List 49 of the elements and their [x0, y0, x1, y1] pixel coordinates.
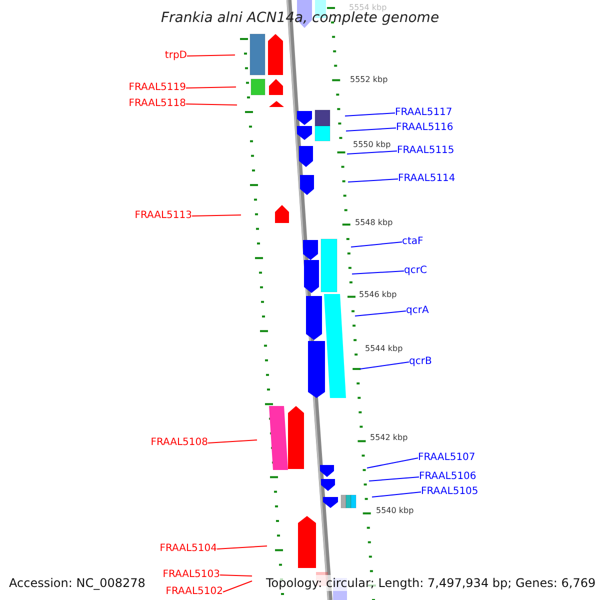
scale-label: 5546 kbp	[359, 290, 397, 300]
leader-line	[220, 574, 252, 576]
scale-label: 5550 kbp	[353, 140, 391, 150]
gene-label: trpD	[164, 50, 187, 62]
gene-label: qcrC	[404, 265, 427, 277]
leader-line	[186, 54, 236, 56]
leader-line	[346, 128, 396, 132]
gene-label: qcrB	[409, 356, 432, 368]
leader-line	[216, 546, 268, 550]
leader-line	[354, 310, 406, 316]
leader-line	[372, 492, 422, 498]
leader-line	[360, 362, 410, 370]
leader-line	[186, 86, 236, 88]
scale-label: 5542 kbp	[370, 433, 408, 443]
title: Frankia alni ACN14a, complete genome	[160, 10, 440, 27]
scale-label: 5548 kbp	[355, 218, 393, 228]
gene-label: FRAAL5119	[128, 82, 186, 94]
gene-label: FRAAL5103	[162, 569, 220, 581]
gene-label: FRAAL5116	[396, 122, 454, 134]
gene-label: FRAAL5115	[397, 145, 454, 157]
gene-label: FRAAL5117	[395, 107, 452, 119]
leader-line	[344, 112, 396, 116]
leader-line	[208, 440, 258, 444]
leader-line	[222, 580, 252, 592]
gene-label: FRAAL5102	[166, 586, 223, 598]
scale-label: 5554 kbp	[349, 3, 387, 12]
scale-label: 5540 kbp	[376, 506, 414, 516]
leader-line	[346, 150, 398, 154]
leader-line	[186, 104, 238, 106]
footer-text: Topology: circular; Length: 7,497,934 bp; Genes: 6,769	[266, 575, 596, 591]
gene-label: FRAAL5104	[160, 543, 217, 555]
leader-line	[352, 270, 404, 274]
footer-text: Accession: NC_008278	[9, 575, 146, 591]
leader-line	[192, 214, 242, 216]
gene-label: FRAAL5113	[134, 210, 192, 222]
leader-line	[348, 178, 398, 182]
gene-label: FRAAL5107	[418, 452, 476, 464]
gene-label: ctaF	[402, 236, 424, 248]
leader-line	[350, 242, 402, 248]
gene-label: FRAAL5118	[128, 98, 186, 110]
gene-label: FRAAL5114	[398, 173, 456, 185]
leader-line	[368, 476, 420, 482]
gene-label: FRAAL5105	[421, 486, 478, 498]
scale-label: 5544 kbp	[365, 344, 403, 354]
gene-label: FRAAL5108	[150, 437, 208, 449]
leader-line	[366, 458, 418, 468]
scale-label: 5552 kbp	[350, 75, 388, 85]
gene-label: qcrA	[406, 305, 429, 317]
gene-label: FRAAL5106	[419, 471, 476, 483]
